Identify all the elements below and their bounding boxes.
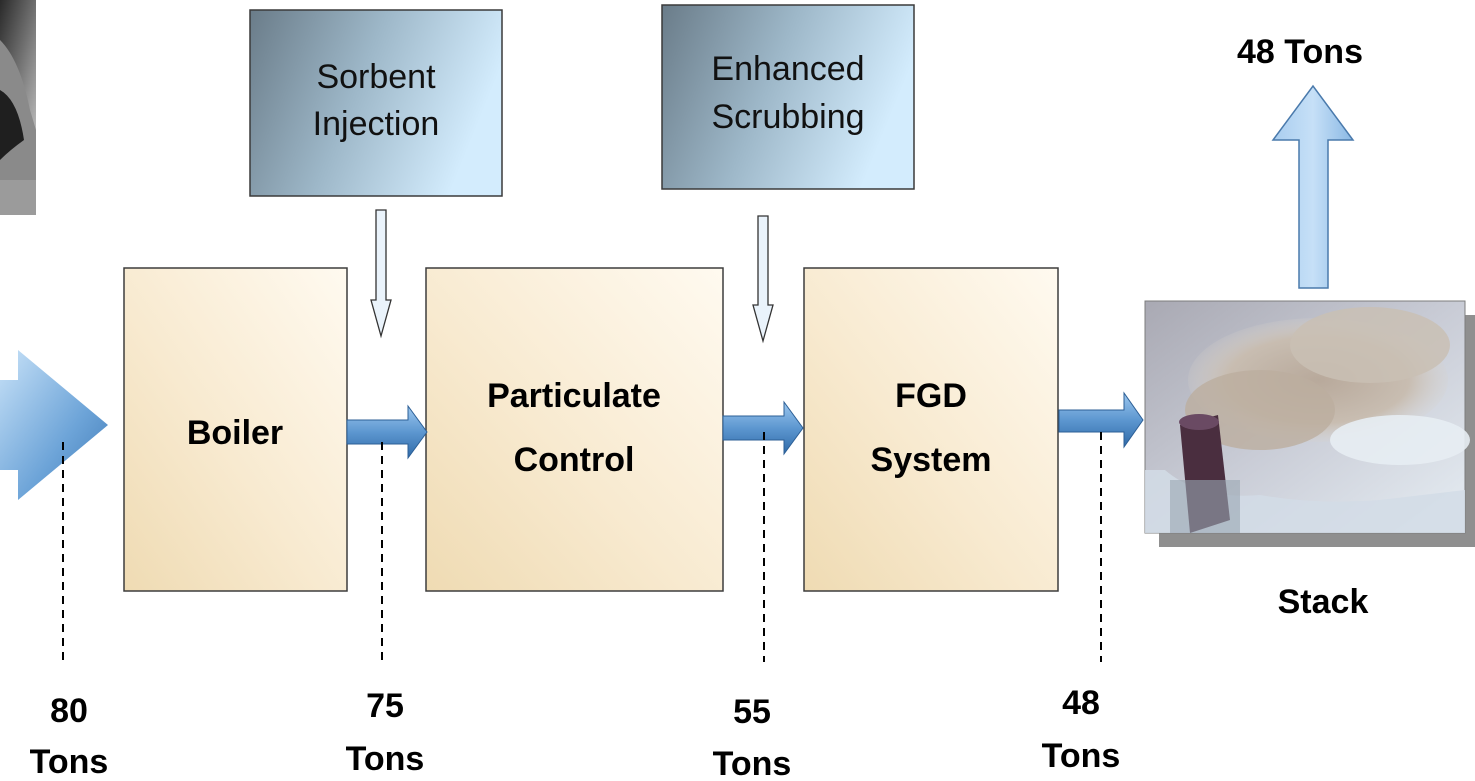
sorbent-injection-box: Sorbent Injection [249, 9, 503, 197]
measurement-unit: Tons [1042, 737, 1121, 775]
fgd-to-stack-arrow [1058, 391, 1144, 449]
boiler-block: Boiler [123, 267, 348, 592]
measurement-value: 55 [733, 693, 771, 731]
enhanced-label-line1: Enhanced [711, 50, 864, 88]
fgd-label-line2: System [871, 441, 992, 479]
fgd-label-line1: FGD [895, 377, 967, 415]
particulate-label-line2: Control [514, 441, 635, 479]
sorbent-label-line1: Sorbent [316, 58, 436, 96]
measurement-unit: Tons [346, 740, 425, 778]
boiler-label: Boiler [187, 414, 283, 452]
sorbent-down-arrow [370, 209, 392, 339]
inlet-arrow [0, 350, 108, 500]
measurement-value: 75 [366, 687, 404, 725]
measurement-value: 80 [50, 692, 88, 730]
enhanced-label-line2: Scrubbing [711, 98, 864, 136]
measurement-55: 55 Tons [713, 693, 792, 781]
emission-label: 48 Tons [1237, 33, 1363, 71]
particulate-to-fgd-arrow [722, 400, 804, 456]
scrubbing-down-arrow [752, 215, 774, 344]
measurement-48: 48 Tons [1042, 684, 1121, 775]
measurement-value: 48 [1062, 684, 1100, 722]
particulate-control-block: Particulate Control [425, 267, 724, 592]
measurement-80: 80 Tons [30, 692, 109, 781]
measurement-unit: Tons [30, 743, 109, 781]
stack-label: Stack [1278, 583, 1369, 621]
boiler-to-particulate-arrow [346, 404, 428, 460]
enhanced-scrubbing-box: Enhanced Scrubbing [661, 4, 915, 190]
sorbent-label-line2: Injection [313, 105, 440, 143]
fgd-system-block: FGD System [803, 267, 1059, 592]
coal-photo [0, 0, 36, 215]
measurement-75: 75 Tons [346, 687, 425, 778]
measurement-unit: Tons [713, 745, 792, 781]
emission-up-arrow [1271, 84, 1355, 289]
stack-photo [1144, 300, 1475, 547]
particulate-label-line1: Particulate [487, 377, 661, 415]
